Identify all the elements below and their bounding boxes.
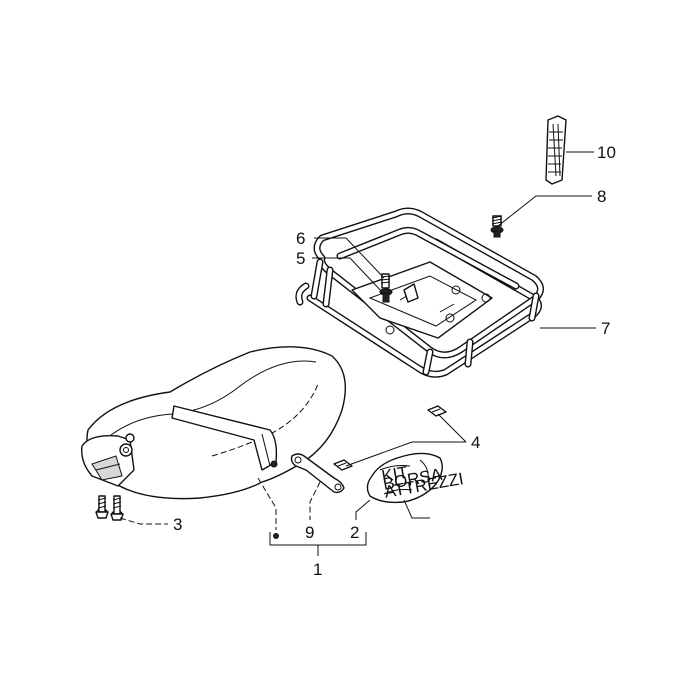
seat-part-1 — [81, 346, 346, 500]
callout-9: 9 — [305, 523, 314, 542]
callout-3: 3 — [173, 515, 182, 534]
callout-4: 4 — [471, 433, 480, 452]
screws-part-3 — [95, 495, 124, 521]
bracket-part-9 — [290, 453, 345, 494]
callout-labels: 10 8 6 5 7 4 3 9 2 1 — [173, 143, 616, 579]
callout-1: 1 — [313, 560, 322, 579]
callout-7: 7 — [601, 319, 610, 338]
bolt-part-6 — [380, 273, 391, 289]
tool-kit-lettering: KIT — [380, 463, 409, 486]
callout-5: 5 — [296, 249, 305, 268]
tool-kit-bag-part-2: KIT BORSA ATTREZZI — [366, 452, 465, 504]
callout-2: 2 — [350, 523, 359, 542]
clips-part-4 — [333, 405, 447, 471]
strap-part-10 — [545, 115, 567, 185]
callout-10: 10 — [597, 143, 616, 162]
leader-lines — [119, 151, 596, 556]
screw-part-8 — [490, 215, 504, 238]
callout-6: 6 — [296, 229, 305, 248]
callout-8: 8 — [597, 187, 606, 206]
luggage-rack-part-7 — [295, 207, 544, 378]
